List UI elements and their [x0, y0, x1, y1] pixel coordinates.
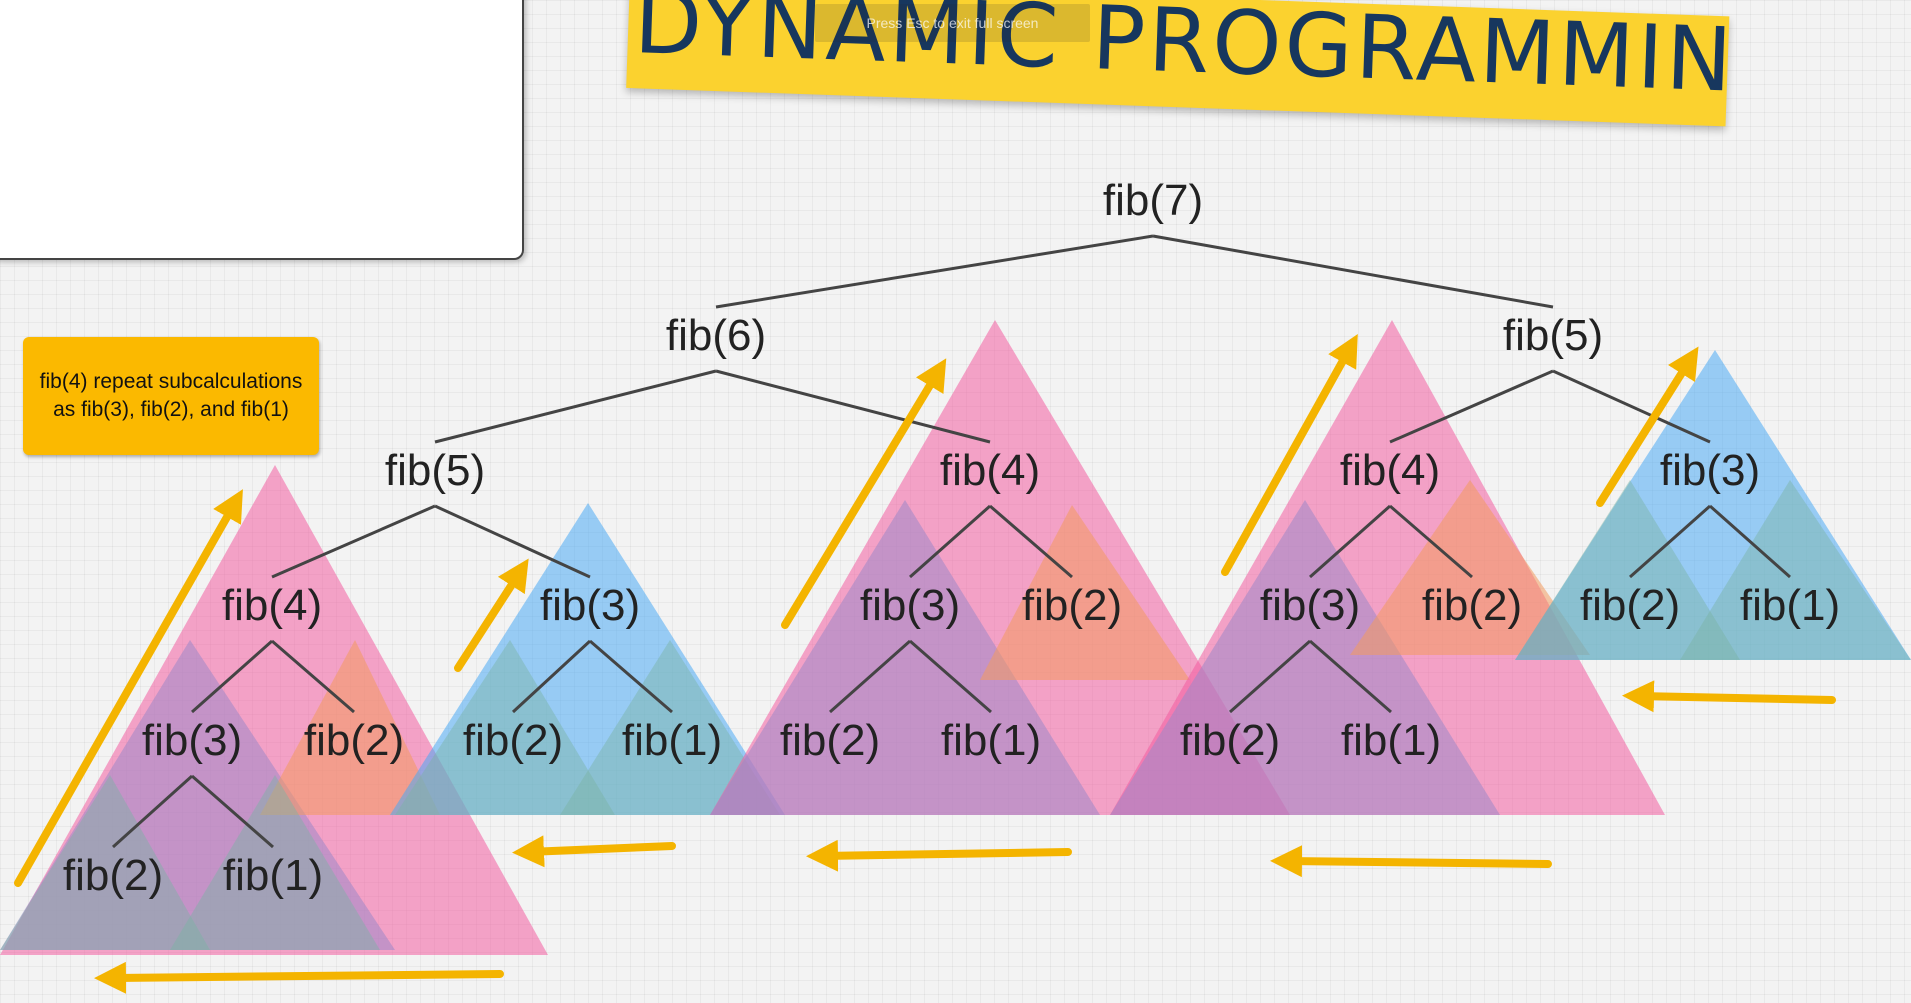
tree-edge — [829, 639, 911, 714]
tree-edge — [1709, 504, 1791, 579]
tree-edge — [1309, 504, 1391, 579]
highlight-triangle-teal — [560, 640, 780, 815]
highlight-triangle-blue — [1515, 350, 1911, 660]
tree-node-n2b: fib(2) — [463, 716, 563, 765]
tree-node-n3e: fib(3) — [1260, 581, 1360, 630]
tree-node-n7: fib(7) — [1103, 176, 1203, 225]
tree-edge — [271, 639, 355, 714]
tree-edge — [434, 504, 591, 579]
tree-edge — [111, 774, 194, 849]
tree-edge — [1229, 639, 1311, 714]
fullscreen-hint: Press Esc to exit full screen — [815, 4, 1090, 42]
tree-node-n2c: fib(2) — [1022, 581, 1122, 630]
note-callout: fib(4) repeat subcalculations as fib(3),… — [23, 337, 319, 455]
tree-node-n1f: fib(1) — [941, 716, 1041, 765]
highlight-triangle-orange — [1350, 480, 1590, 655]
tree-node-n4b: fib(4) — [940, 446, 1040, 495]
direction-arrow — [781, 358, 947, 629]
highlight-triangle-purple — [1110, 500, 1500, 815]
tree-edge — [909, 639, 992, 714]
tree-edge — [989, 504, 1073, 579]
tree-edge — [909, 504, 991, 579]
direction-arrow — [1596, 346, 1699, 507]
tree-edge — [191, 774, 274, 849]
tree-node-n2d: fib(2) — [1422, 581, 1522, 630]
tree-node-n2g: fib(2) — [1180, 716, 1280, 765]
direction-arrow — [1221, 334, 1358, 576]
tree-node-n3d: fib(3) — [860, 581, 960, 630]
direction-arrows — [14, 334, 1836, 994]
direction-arrow — [512, 835, 676, 868]
highlight-triangle-blue — [390, 503, 785, 815]
tree-edges — [111, 234, 1791, 849]
tree-node-n2a: fib(2) — [304, 716, 404, 765]
tree-edge — [715, 369, 991, 444]
tree-node-n1b: fib(1) — [622, 716, 722, 765]
tree-node-n2e: fib(2) — [1580, 581, 1680, 630]
tree-edge — [434, 369, 717, 444]
tree-node-n3a: fib(3) — [540, 581, 640, 630]
tree-node-n1h: fib(1) — [223, 851, 323, 900]
tree-node-n1g: fib(1) — [1341, 716, 1441, 765]
tree-node-n1e: fib(1) — [1740, 581, 1840, 630]
tree-node-n5a: fib(5) — [385, 446, 485, 495]
direction-arrow — [1622, 680, 1836, 713]
direction-arrow — [454, 558, 529, 672]
tree-node-n6: fib(6) — [666, 311, 766, 360]
tree-labels: fib(7) fib(6) fib(5) fib(5) fib(4) fib(3) fib(… — [63, 176, 1840, 900]
tree-edge — [1552, 369, 1711, 444]
tree-node-n2f: fib(2) — [780, 716, 880, 765]
highlight-triangle-orange — [980, 505, 1190, 680]
highlight-triangle-teal — [395, 640, 615, 815]
tree-edge — [1152, 234, 1554, 309]
tree-edge — [589, 639, 673, 714]
highlight-triangle-purple — [0, 640, 395, 950]
tree-node-n3b: fib(3) — [1660, 446, 1760, 495]
blank-panel — [0, 0, 524, 260]
tree-edge — [1629, 504, 1711, 579]
tree-edge — [271, 504, 436, 579]
tree-node-n5b: fib(5) — [1503, 311, 1603, 360]
tree-node-n3c: fib(3) — [142, 716, 242, 765]
highlight-triangle-teal — [1680, 480, 1911, 660]
tree-edge — [1389, 369, 1554, 444]
tree-edge — [511, 639, 592, 714]
direction-arrow — [94, 961, 504, 994]
highlight-triangle-teal — [0, 775, 210, 950]
tree-edge — [715, 234, 1154, 309]
highlight-triangle-purple — [710, 500, 1100, 815]
direction-arrow — [14, 489, 243, 887]
tree-edge — [1389, 504, 1473, 579]
direction-arrow — [806, 839, 1072, 872]
tree-edge — [1309, 639, 1392, 714]
tree-edge — [191, 639, 273, 714]
direction-arrow — [1270, 845, 1552, 878]
tree-node-n2h: fib(2) — [63, 851, 163, 900]
highlight-triangle-teal — [170, 775, 380, 950]
tree-node-n4a: fib(4) — [222, 581, 322, 630]
highlight-triangle-orange — [260, 640, 440, 815]
tree-node-n4c: fib(4) — [1340, 446, 1440, 495]
highlight-triangle-teal — [1515, 480, 1740, 660]
